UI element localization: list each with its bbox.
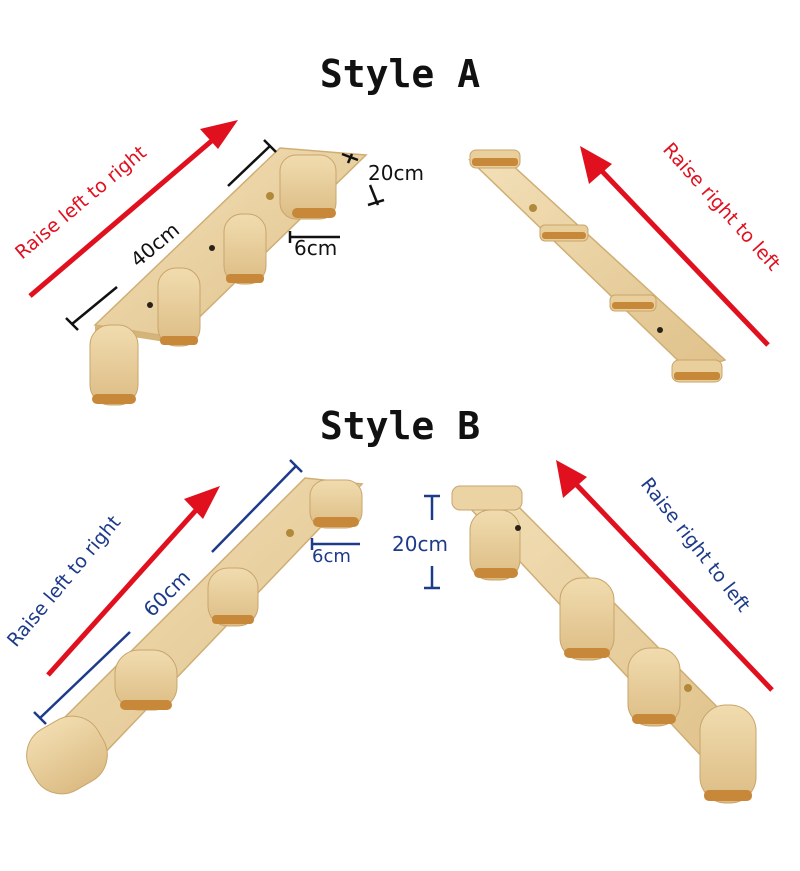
style-b-length-dimension <box>33 459 303 725</box>
style-a-right-arrow <box>580 146 770 347</box>
step <box>114 649 178 711</box>
style-b-width-dimension <box>310 538 360 550</box>
style-b-title: Style B <box>319 404 481 448</box>
step <box>609 294 657 312</box>
style-a-left-shelf <box>89 147 368 406</box>
style-b-height-dimension <box>424 494 440 590</box>
style-b-width-label: 6cm <box>312 546 351 567</box>
style-a-height-label: 20cm <box>368 161 424 185</box>
style-a-width-label: 6cm <box>294 236 337 260</box>
style-a-length-dimension <box>65 139 277 331</box>
step <box>309 479 363 529</box>
step <box>699 704 757 804</box>
style-a-right-shelf <box>467 149 727 383</box>
style-b-height-label: 20cm <box>392 532 448 556</box>
style-a-left-arrow <box>28 120 238 298</box>
style-b-right-shelf <box>451 485 757 804</box>
step <box>671 359 723 383</box>
step <box>627 647 681 727</box>
style-a-right-arrow-label: Raise right to left <box>658 139 784 276</box>
style-b-left-arrow <box>46 486 220 677</box>
step <box>223 213 267 285</box>
style-b-left-arrow-label: Raise left to right <box>3 512 125 652</box>
step <box>89 324 139 406</box>
step <box>559 577 615 661</box>
step <box>469 149 521 169</box>
step <box>451 485 523 581</box>
style-a-height-dimension <box>341 152 385 207</box>
step <box>279 154 337 220</box>
step <box>26 715 108 795</box>
style-b-right-arrow <box>556 460 774 692</box>
style-b-right-arrow-label: Raise right to left <box>636 474 754 617</box>
style-b-left-shelf <box>26 477 364 795</box>
style-a-width-dimension <box>288 231 340 243</box>
step <box>539 224 589 242</box>
style-a-title: Style A <box>319 52 481 96</box>
step <box>207 567 259 627</box>
step <box>157 267 201 347</box>
style-a-left-arrow-label: Raise left to right <box>11 142 151 264</box>
